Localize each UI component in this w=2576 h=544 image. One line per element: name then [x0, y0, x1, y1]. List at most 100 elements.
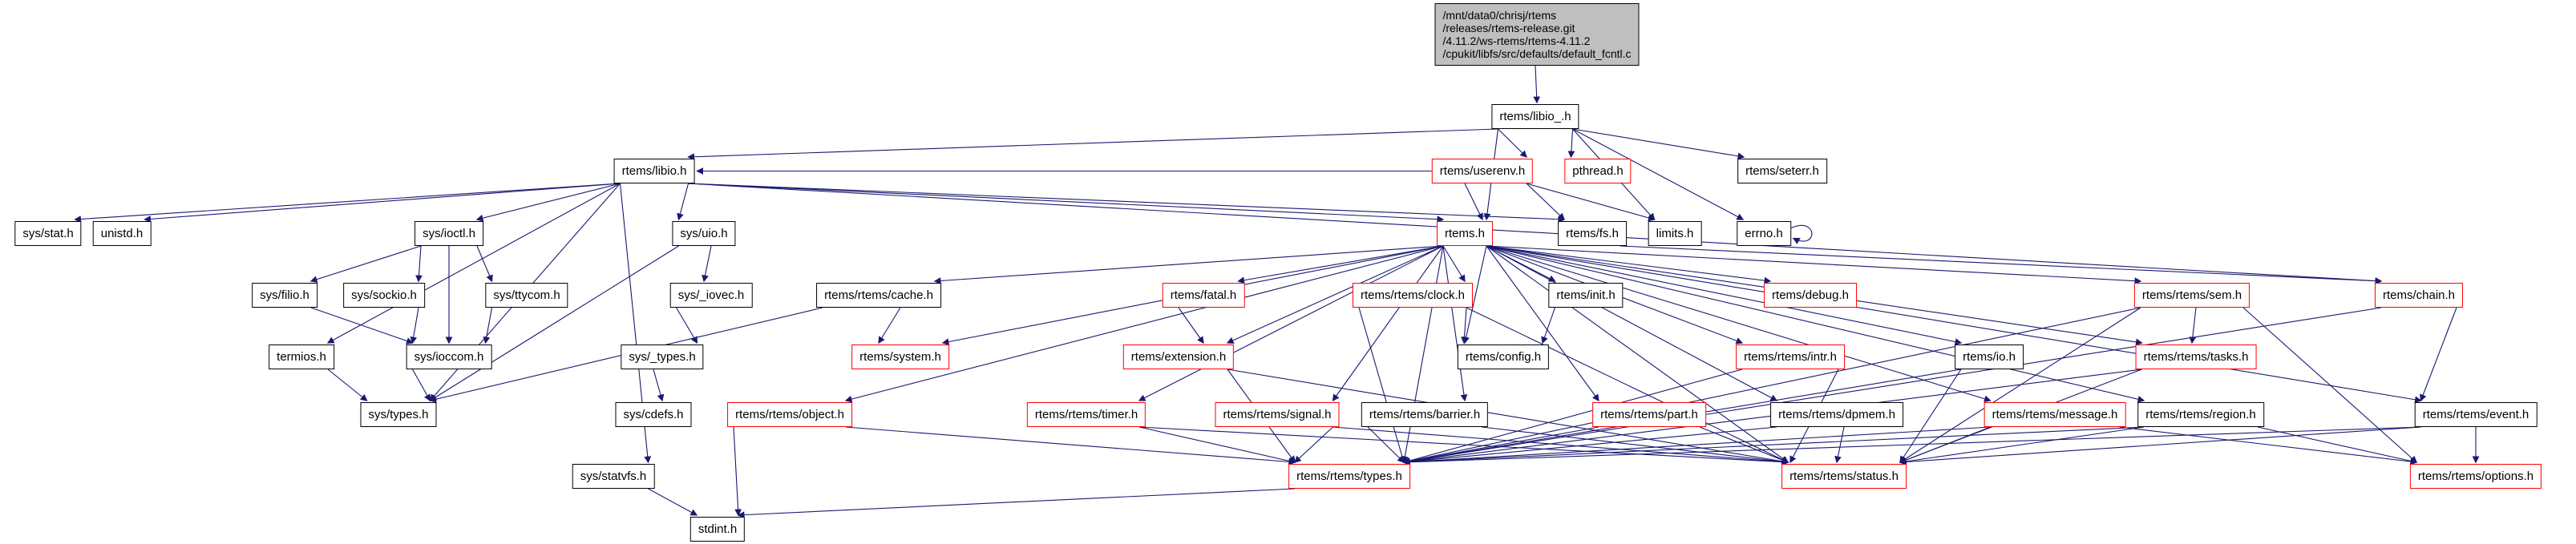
graph-node-fs[interactable]: rtems/fs.h — [1558, 221, 1627, 246]
edge-libio-to-rtems — [688, 183, 1445, 224]
edge-rtems-to-part — [1486, 245, 1599, 402]
graph-node-errno[interactable]: errno.h — [1737, 221, 1791, 246]
graph-node-label: rtems/rtems/types.h — [1296, 469, 1402, 483]
edge-sys-ttycom-to-sys-ioccom — [483, 307, 493, 345]
graph-node-label: rtems/libio.h — [621, 164, 687, 178]
edge-sys-ioccom-to-sys-types — [412, 369, 431, 402]
graph-node-status[interactable]: rtems/rtems/status.h — [1781, 464, 1907, 489]
edge-rtems-to-extension — [1226, 245, 1444, 344]
edge-event-to-rtems-types — [1402, 426, 2421, 466]
graph-node-label: /mnt/data0/chrisj/rtems — [1442, 9, 1557, 22]
graph-node-intr[interactable]: rtems/rtems/intr.h — [1736, 345, 1845, 369]
edge-sys-filio-to-sys-ioccom — [310, 307, 414, 345]
edge-libio-int-to-libio — [687, 128, 1498, 161]
graph-node-label: rtems/fs.h — [1566, 227, 1619, 240]
edge-object-to-stdint — [733, 426, 742, 517]
graph-node-sys-types-priv[interactable]: sys/_types.h — [621, 345, 704, 369]
graph-node-label: pthread.h — [1572, 164, 1624, 178]
graph-node-label: rtems/debug.h — [1772, 288, 1849, 302]
graph-node-libio-int[interactable]: rtems/libio_.h — [1491, 104, 1579, 129]
graph-node-label: sys/_types.h — [629, 350, 696, 364]
graph-node-label: /cpukit/libfs/src/defaults/default_fcntl… — [1442, 47, 1632, 60]
graph-node-dpmem[interactable]: rtems/rtems/dpmem.h — [1770, 402, 1903, 427]
graph-node-fatal[interactable]: rtems/fatal.h — [1162, 283, 1245, 308]
graph-node-system[interactable]: rtems/system.h — [851, 345, 949, 369]
graph-node-label: rtems/rtems/object.h — [735, 408, 844, 421]
graph-node-label: rtems/chain.h — [2382, 288, 2456, 302]
edge-sys-ioctl-to-sys-ttycom — [476, 245, 493, 283]
edge-libio-to-fs — [688, 183, 1566, 224]
graph-node-sem[interactable]: rtems/rtems/sem.h — [2133, 283, 2250, 308]
graph-node-limits[interactable]: limits.h — [1648, 221, 1702, 246]
graph-node-sys-uio[interactable]: sys/uio.h — [672, 221, 736, 246]
edge-signal-to-rtems-types — [1294, 426, 1333, 463]
graph-node-rtems[interactable]: rtems.h — [1436, 221, 1494, 246]
graph-node-debug[interactable]: rtems/debug.h — [1764, 283, 1857, 308]
graph-node-sys-types[interactable]: sys/types.h — [360, 402, 437, 427]
graph-node-label: rtems/fatal.h — [1170, 288, 1237, 302]
graph-node-seterr[interactable]: rtems/seterr.h — [1737, 159, 1827, 183]
graph-node-label: rtems/userenv.h — [1439, 164, 1526, 178]
graph-node-libio[interactable]: rtems/libio.h — [613, 159, 695, 183]
graph-node-message[interactable]: rtems/rtems/message.h — [1984, 402, 2126, 427]
graph-node-label: rtems/rtems/options.h — [2417, 469, 2534, 483]
edge-timer-to-rtems-types — [1138, 426, 1296, 465]
graph-node-timer[interactable]: rtems/rtems/timer.h — [1026, 402, 1146, 427]
edge-libio-int-to-pthread — [1567, 128, 1575, 159]
graph-node-userenv[interactable]: rtems/userenv.h — [1431, 159, 1534, 183]
graph-node-options[interactable]: rtems/rtems/options.h — [2409, 464, 2542, 489]
graph-node-sys-sockio[interactable]: sys/sockio.h — [343, 283, 425, 308]
graph-node-sys-cdefs[interactable]: sys/cdefs.h — [615, 402, 692, 427]
edge-barrier-to-rtems-types — [1367, 426, 1405, 463]
edge-sys-types-priv-to-sys-cdefs — [653, 369, 665, 402]
graph-node-sys-stat[interactable]: sys/stat.h — [14, 221, 82, 246]
graph-node-sys-iovec[interactable]: sys/_iovec.h — [669, 283, 753, 308]
graph-node-barrier[interactable]: rtems/rtems/barrier.h — [1361, 402, 1489, 427]
graph-node-signal[interactable]: rtems/rtems/signal.h — [1215, 402, 1340, 427]
graph-node-clock[interactable]: rtems/rtems/clock.h — [1352, 283, 1474, 308]
graph-node-part[interactable]: rtems/rtems/part.h — [1592, 402, 1706, 427]
graph-node-label: rtems/libio_.h — [1499, 110, 1571, 123]
edge-sys-statvfs-to-stdint — [648, 488, 698, 516]
graph-node-sys-filio[interactable]: sys/filio.h — [252, 283, 317, 308]
edge-part-to-rtems-types — [1402, 426, 1599, 465]
graph-node-io[interactable]: rtems/io.h — [1955, 345, 2024, 369]
edge-rtems-to-cache — [933, 245, 1444, 284]
graph-node-event[interactable]: rtems/rtems/event.h — [2414, 402, 2538, 427]
graph-node-label: rtems/rtems/cache.h — [824, 288, 933, 302]
graph-node-sys-ioccom[interactable]: sys/ioccom.h — [406, 345, 492, 369]
graph-node-chain[interactable]: rtems/chain.h — [2374, 283, 2464, 308]
graph-node-label: sys/sockio.h — [351, 288, 417, 302]
graph-node-extension[interactable]: rtems/extension.h — [1122, 345, 1235, 369]
graph-node-config[interactable]: rtems/config.h — [1457, 345, 1550, 369]
graph-node-label: /4.11.2/ws-rtems/rtems-4.11.2 — [1442, 34, 1591, 47]
graph-node-sys-ioctl[interactable]: sys/ioctl.h — [415, 221, 483, 246]
edge-timer-to-status — [1138, 426, 1789, 465]
graph-node-region[interactable]: rtems/rtems/region.h — [2137, 402, 2264, 427]
graph-node-stdint[interactable]: stdint.h — [689, 517, 746, 542]
edge-event-to-status — [1899, 426, 2421, 465]
graph-node-label: limits.h — [1656, 227, 1694, 240]
edge-clock-to-status — [1466, 307, 1789, 463]
edge-rtems-to-status — [1486, 245, 1789, 463]
edge-userenv-to-limits — [1526, 183, 1656, 222]
edge-region-to-options — [2257, 426, 2418, 465]
graph-node-pthread[interactable]: pthread.h — [1564, 159, 1632, 183]
edge-dpmem-to-status — [1834, 426, 1845, 464]
graph-node-init[interactable]: rtems/init.h — [1548, 283, 1624, 308]
graph-node-rtems-types[interactable]: rtems/rtems/types.h — [1288, 464, 1410, 489]
graph-node-termios[interactable]: termios.h — [269, 345, 334, 369]
edge-rtems-to-timer — [1138, 245, 1444, 401]
graph-node-sys-ttycom[interactable]: sys/ttycom.h — [485, 283, 568, 308]
graph-node-cache[interactable]: rtems/rtems/cache.h — [816, 283, 941, 308]
edge-rtems-to-sem — [1486, 245, 2142, 284]
edge-sem-to-tasks — [2189, 307, 2197, 345]
edge-region-to-rtems-types — [1402, 426, 2145, 466]
graph-node-sys-statvfs[interactable]: sys/statvfs.h — [572, 464, 655, 489]
graph-node-tasks[interactable]: rtems/rtems/tasks.h — [2135, 345, 2257, 369]
graph-node-object[interactable]: rtems/rtems/object.h — [727, 402, 852, 427]
graph-node-label: errno.h — [1745, 227, 1783, 240]
graph-node-unistd[interactable]: unistd.h — [92, 221, 152, 246]
edge-rtems-types-to-stdint — [737, 488, 1296, 519]
graph-node-label: sys/ioccom.h — [414, 350, 484, 364]
